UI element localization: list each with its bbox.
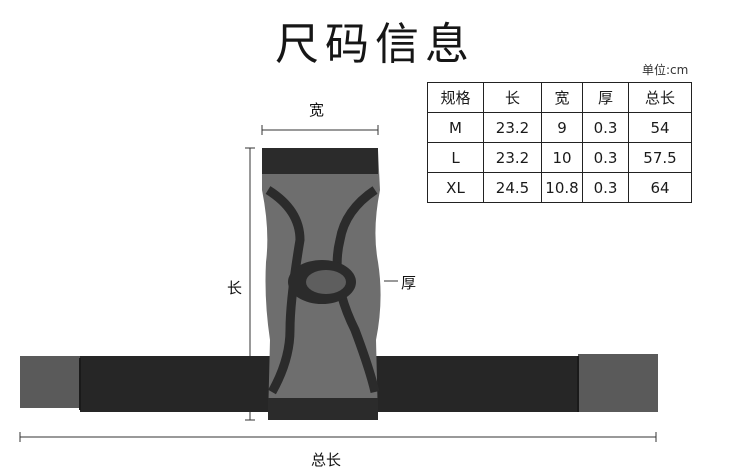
thickness-label: 厚 — [401, 274, 417, 292]
table-cell: 24.5 — [483, 172, 542, 203]
table-cell: 0.3 — [582, 142, 629, 173]
table-cell: 54 — [628, 112, 692, 143]
table-cell: M — [427, 112, 484, 143]
header-thickness: 厚 — [582, 82, 629, 113]
header-total-length: 总长 — [628, 82, 692, 113]
size-table: 规格 长 宽 厚 总长 M 23.2 9 0.3 54 L 23.2 10 0.… — [427, 82, 692, 203]
table-cell: XL — [427, 172, 484, 203]
length-label: 长 — [227, 279, 243, 297]
page-title: 尺码信息 — [275, 19, 475, 70]
total-length-dimension-line — [19, 432, 657, 442]
sleeve-pad-center — [306, 270, 346, 294]
sleeve-top-cuff — [262, 148, 378, 174]
table-row: L 23.2 10 0.3 57.5 — [427, 142, 692, 173]
strap-right-end — [578, 354, 658, 412]
width-label: 宽 — [309, 101, 325, 119]
table-header-row: 规格 长 宽 厚 总长 — [427, 82, 692, 113]
table-row: XL 24.5 10.8 0.3 64 — [427, 172, 692, 203]
sleeve-bottom-cuff — [268, 398, 378, 420]
table-cell: 23.2 — [483, 112, 542, 143]
table-cell: 0.3 — [582, 172, 629, 203]
total-length-label: 总长 — [311, 451, 342, 469]
table-cell: 64 — [628, 172, 692, 203]
table-cell: 57.5 — [628, 142, 692, 173]
elbow-sleeve — [262, 148, 381, 420]
table-cell: 0.3 — [582, 112, 629, 143]
strap-left-end — [20, 356, 82, 408]
width-dimension-line — [261, 125, 379, 135]
table-row: M 23.2 9 0.3 54 — [427, 112, 692, 143]
unit-label: 单位:cm — [642, 63, 689, 77]
table-cell: 23.2 — [483, 142, 542, 173]
